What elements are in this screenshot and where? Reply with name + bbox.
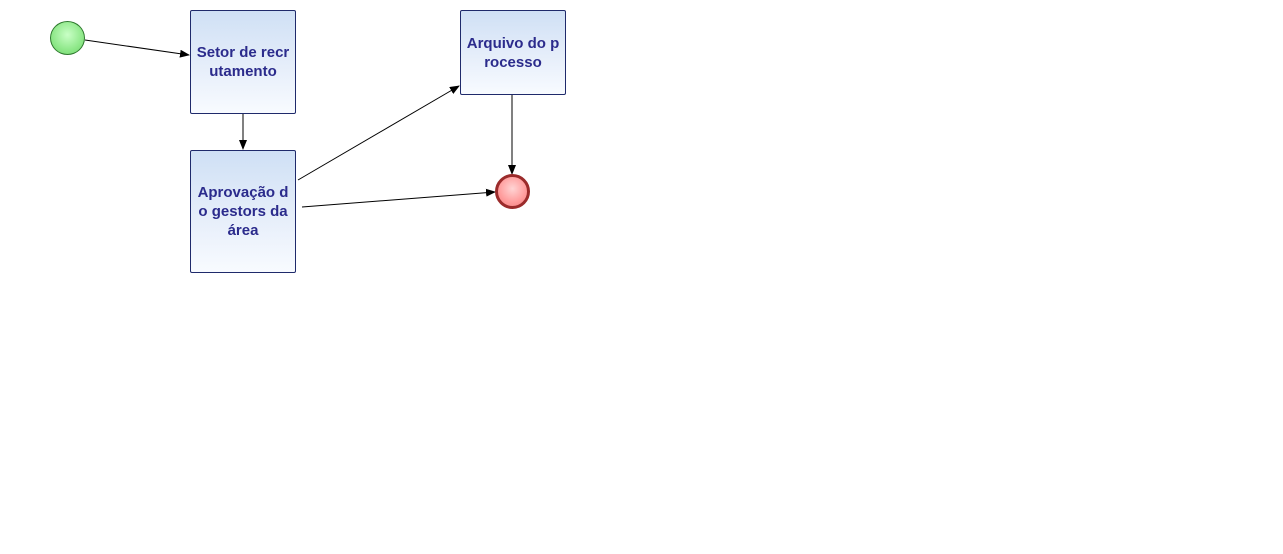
task-setor-de-recrutamento[interactable]: Setor de recrutamento [190,10,296,114]
task-label: Aprovação do gestors da área [197,184,289,239]
task-label: Arquivo do processo [466,34,560,71]
flow-aprovacao-to-end[interactable] [301,188,496,208]
end-event[interactable] [495,174,530,209]
task-label: Setor de recrutamento [196,44,290,80]
task-aprovacao-do-gestores[interactable]: Aprovação do gestors da área [190,150,296,273]
flow-aprovacao-to-arquivo[interactable] [297,85,460,181]
flow-start-to-setor[interactable] [84,39,190,58]
start-event[interactable] [50,21,85,55]
task-arquivo-do-processo[interactable]: Arquivo do processo [460,10,566,95]
